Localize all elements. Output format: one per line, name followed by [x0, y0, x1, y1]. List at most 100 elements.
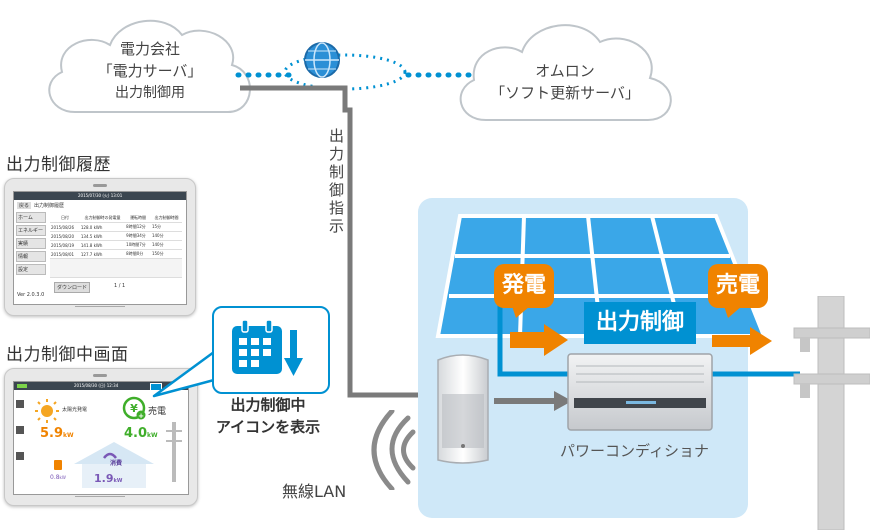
callout-line2: アイコンを表示 [215, 418, 321, 436]
sell-badge-tail [724, 306, 742, 318]
cloud-left-line3: 出力制御用 [115, 85, 185, 101]
consumption-house [74, 442, 154, 488]
table-cell: 128.0 kWh [80, 224, 103, 230]
history-header-date: 2015/07/30 (火) 13:01 [78, 193, 123, 198]
menu-item-energy[interactable]: エネルギー [16, 225, 46, 236]
cloud-left-line1: 電力会社 [119, 40, 180, 58]
active-screen-title: 出力制御中画面 [6, 345, 129, 365]
storage-icon [54, 460, 62, 470]
solar-value: 5.9kW [40, 426, 74, 441]
table-cell: 150分 [151, 251, 164, 256]
power-conditioner [567, 353, 713, 431]
sell-value: 4.0kW [124, 426, 158, 441]
consume-label: 消費 [110, 460, 123, 467]
list-icon[interactable] [16, 452, 24, 460]
network-ring [283, 53, 407, 91]
sell-unit: kW [147, 432, 158, 439]
history-back-button[interactable]: 戻る [17, 202, 32, 209]
consume-unit: kW [113, 478, 123, 484]
cloud-left-text: 電力会社 「電力サーバ」 出力制御用 [70, 38, 230, 104]
generation-badge-tail [512, 306, 530, 318]
table-cell: 2015/08/26 [51, 224, 75, 230]
storage-value: 0.8kW [50, 474, 66, 481]
history-menu: ホーム エネルギー 実績 情報 設定 [16, 212, 46, 277]
callout-line1: 出力制御中 [230, 396, 306, 414]
utility-pole [793, 296, 870, 530]
output-control-badge: 出力制御 [584, 302, 696, 344]
history-screen: 2015/07/30 (火) 13:01 戻る 出力制御履歴 ホーム エネルギー… [13, 191, 187, 305]
callout-pointer [152, 350, 216, 398]
cloud-right-text: オムロン 「ソフト更新サーバ」 [470, 60, 660, 104]
menu-item-home[interactable]: ホーム [16, 212, 46, 223]
table-cell: 8時間0分 [126, 251, 144, 256]
table-cell: 8時間12分 [126, 224, 146, 229]
tablet-nav-bar [75, 496, 125, 501]
solar-value-number: 5.9 [40, 426, 64, 441]
table-row: 2015/08/01 127.7 kWh 8時間0分 150分 [50, 249, 182, 259]
table-row: 2015/08/26 128.0 kWh 8時間12分 15分 [50, 222, 182, 232]
wireless-lan-label: 無線LAN [282, 482, 347, 501]
history-version: Ver 2.0.3.0 [17, 292, 45, 298]
consume-value: 1.9kW [94, 472, 122, 485]
active-header-bar [14, 382, 188, 390]
solar-unit: kW [63, 432, 74, 439]
history-col-control-time: 出力制御時間 [154, 215, 179, 220]
history-title: 出力制御履歴 [6, 155, 111, 175]
svg-text:+: + [138, 412, 144, 420]
control-active-indicator [150, 383, 162, 391]
tablet-camera [93, 184, 107, 187]
history-col-generation: 出力制御時の発電量 [84, 215, 121, 220]
generation-arrow [510, 324, 568, 356]
table-cell: 141.8 kWh [80, 242, 103, 248]
history-page-indicator: 1 / 1 [114, 283, 126, 289]
solar-label: 太陽光発電 [62, 407, 88, 413]
generation-badge: 発電 [494, 264, 554, 308]
consume-value-number: 1.9 [94, 472, 114, 485]
cloud-left-line2: 「電力サーバ」 [97, 62, 203, 80]
callout-text: 出力制御中 アイコンを表示 [198, 394, 338, 438]
table-cell: 140分 [151, 242, 164, 247]
tablet-nav-bar [75, 306, 125, 311]
table-cell: 2015/08/19 [51, 242, 75, 248]
table-cell: 2015/08/01 [51, 251, 75, 257]
home-icon[interactable] [16, 400, 24, 408]
chart-icon[interactable] [16, 426, 24, 434]
history-tab-label: 出力制御履歴 [34, 203, 65, 209]
active-screen: 2015/08/30 (日) 12:34 太陽光発電 5.9kW ¥ + 売 [13, 381, 189, 495]
storage-unit: kW [59, 475, 66, 480]
cloud-right-line1: オムロン [535, 62, 595, 80]
mini-pole-icon [166, 422, 182, 482]
sell-arrow [712, 327, 772, 355]
table-cell: 9時間34分 [126, 233, 146, 238]
control-instruction-label: 出力制御指示 [327, 128, 345, 236]
sell-value-number: 4.0 [124, 426, 148, 441]
table-cell: 10時間7分 [126, 242, 146, 247]
table-cell: 2015/08/20 [51, 233, 75, 239]
control-signal-line [240, 85, 438, 398]
wireless-router [437, 354, 489, 464]
sun-icon [35, 399, 59, 423]
table-cell: 140分 [151, 233, 164, 238]
table-cell: 127.7 kWh [80, 251, 103, 257]
control-calendar-icon [232, 319, 303, 376]
history-empty-rows [50, 258, 182, 278]
history-header-bar [14, 192, 186, 200]
cloud-left-shape [48, 19, 251, 113]
history-col-runtime: 運転時間 [130, 215, 147, 220]
table-cell: 15分 [151, 224, 162, 229]
router-to-pcs-arrow [494, 391, 572, 411]
tablet-camera [93, 374, 107, 377]
menu-item-results[interactable]: 実績 [16, 238, 46, 249]
yen-icon: ¥ + [122, 396, 146, 420]
power-conditioner-label: パワーコンディショナ [560, 442, 709, 460]
table-row: 2015/08/19 141.8 kWh 10時間7分 140分 [50, 240, 182, 250]
battery-indicator [17, 384, 27, 388]
sell-badge: 売電 [708, 264, 768, 308]
history-download-button[interactable]: ダウンロード [54, 282, 91, 293]
cloud-right-line2: 「ソフト更新サーバ」 [490, 84, 640, 102]
cloud-right-shape [459, 24, 672, 121]
menu-item-info[interactable]: 情報 [16, 251, 46, 262]
menu-item-settings[interactable]: 設定 [16, 264, 46, 275]
sell-label: 売電 [148, 407, 167, 417]
